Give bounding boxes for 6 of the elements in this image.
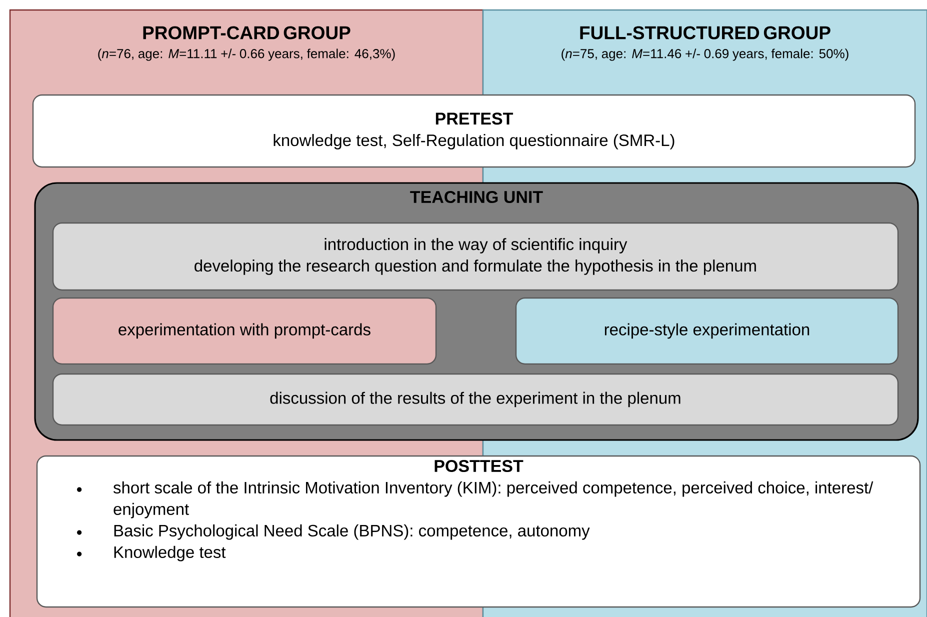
test-box: POSTTEST short scale of the Intrinsic Motivation Inventory (KIM): perceived competence, perceived choice, interest/ enjoyment Basic Psychological Need Scale (BPNS): competence, autonomy Knowledge test (36, 455, 921, 608)
process-box: discussion of the results of the experiment in the plenum (52, 373, 899, 426)
process-box: introduction in the way of scientific inquiry developing the research question and formulate the hypothesis in the plenum (52, 222, 899, 291)
process-box: PRETEST knowledge test, Self-Regulation questionnaire (SMR-L) (32, 94, 916, 168)
process-box: experimentation with prompt-cards (52, 297, 437, 365)
process-box: recipe-style experimentation (515, 297, 899, 365)
